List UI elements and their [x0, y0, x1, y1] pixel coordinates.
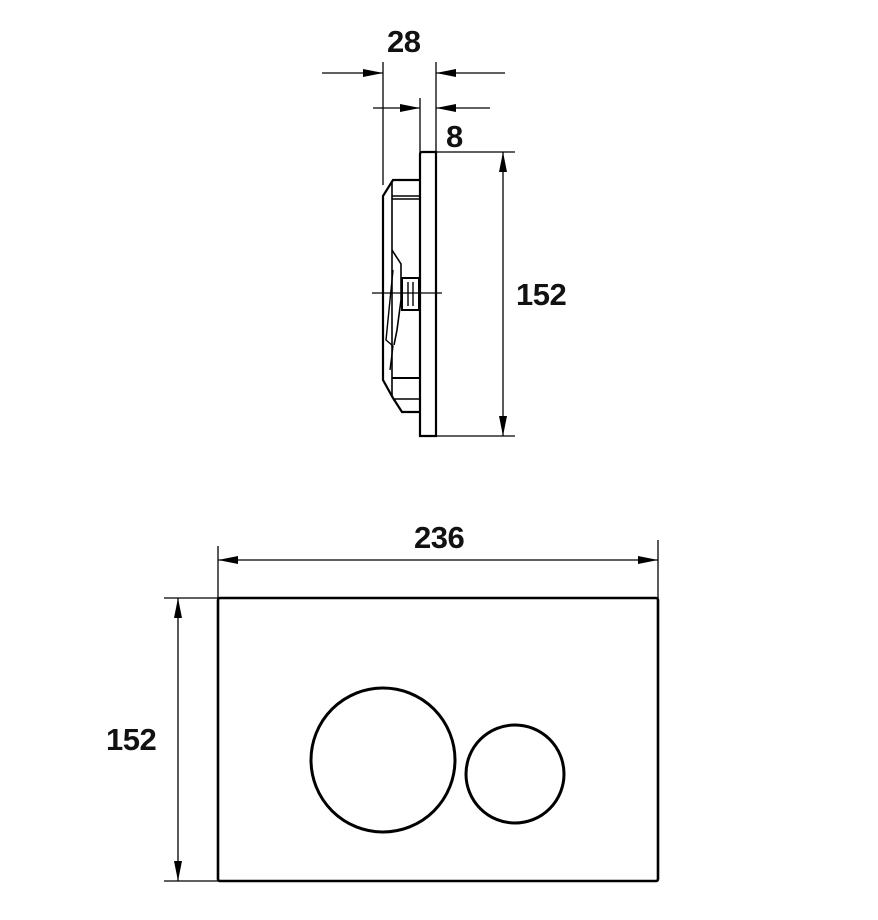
- dim-label-front-height-152: 152: [106, 722, 157, 757]
- side-view: [322, 62, 515, 438]
- side-face-plate: [418, 150, 438, 438]
- side-mechanism-outer: [381, 178, 419, 414]
- side-lever-upper: [391, 249, 402, 346]
- dim-label-thickness-8: 8: [446, 119, 463, 154]
- large-flush-button: [309, 686, 457, 834]
- dim-label-side-height-152: 152: [516, 277, 567, 312]
- front-plate-outline: [216, 596, 660, 883]
- front-view: [164, 540, 660, 883]
- side-lever-lower: [385, 269, 394, 371]
- dim-label-depth-28: 28: [387, 24, 421, 59]
- side-cartridge: [401, 277, 420, 311]
- small-flush-button: [464, 723, 566, 825]
- dim-label-front-width-236: 236: [414, 520, 465, 555]
